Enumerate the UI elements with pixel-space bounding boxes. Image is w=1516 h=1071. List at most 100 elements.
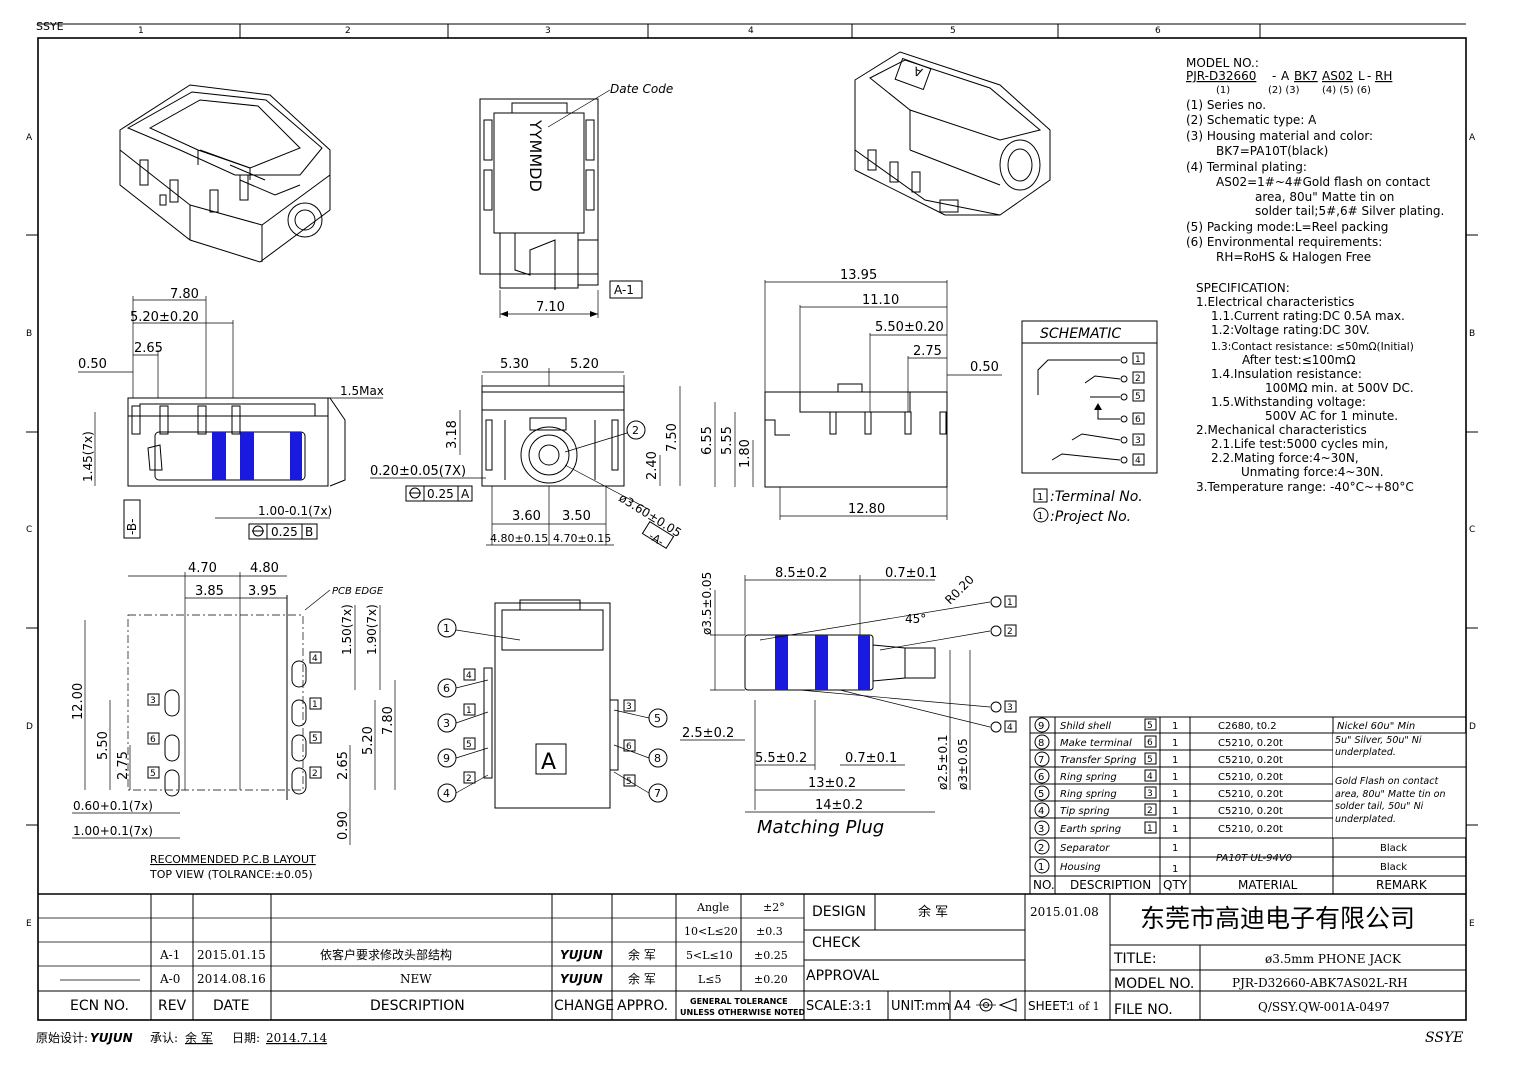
- right-dim-0-50: 0.50: [970, 360, 999, 375]
- model-line-4: BK7=PA10T(black): [1216, 144, 1328, 158]
- side-dim-2-65: 2.65: [134, 341, 163, 356]
- sheet-label: SHEET:: [1028, 999, 1070, 1013]
- schematic-terminal-5: 5: [1135, 392, 1141, 402]
- footer-original-label: 原始设计:: [36, 1031, 88, 1045]
- bom-desc-2: Separator: [1060, 843, 1110, 854]
- front-dim-4-80: 4.80±0.15: [490, 532, 548, 545]
- bom-qty-8: 1: [1172, 738, 1178, 749]
- bom-desc-7: Transfer Spring: [1060, 755, 1136, 766]
- bom-desc-4: Tip spring: [1060, 806, 1110, 817]
- bom-remark-nickel: Nickel 60u" Min: [1337, 721, 1415, 732]
- ecn-change-a0: YUJUN: [560, 972, 603, 986]
- right-dim-1-80: 1.80: [738, 439, 753, 468]
- spec-line-4: 1.3:Contact resistance: ≤50mΩ(Initial): [1211, 341, 1414, 353]
- model-value: PJR-D32660-ABK7AS02L-RH: [1232, 976, 1408, 990]
- bom-header-description: DESCRIPTION: [1070, 878, 1151, 892]
- spec-line-8: 1.5.Withstanding voltage:: [1211, 395, 1366, 409]
- bottom-term-1: 1: [466, 706, 472, 716]
- callout-3: 3: [443, 717, 450, 730]
- bom-material-pa10t: PA10T UL-94V0: [1216, 853, 1292, 864]
- spec-line-10: 2.Mechanical characteristics: [1196, 423, 1367, 437]
- side-dim-1-00: 1.00-0.1(7x): [258, 504, 332, 518]
- tol-note-1: GENERAL TOLERANCE: [690, 997, 788, 1006]
- model-line-8: solder tail;5#,6# Silver plating.: [1255, 204, 1444, 218]
- bom-table: 9 Shild shell 5 1 C2680, t0.2 8 Make ter…: [1029, 716, 1467, 895]
- pcb-dim-5-50: 5.50: [96, 731, 111, 760]
- bom-desc-3: Earth spring: [1060, 824, 1121, 835]
- isometric-view-right: A: [854, 51, 1051, 216]
- bom-qty-9: 1: [1172, 721, 1178, 732]
- schematic-terminal-3: 3: [1135, 436, 1141, 446]
- file-label: FILE NO.: [1114, 1002, 1173, 1018]
- model-part-5: L: [1358, 69, 1365, 83]
- legend-project: :Project No.: [1050, 509, 1131, 525]
- right-dim-5-55: 5.55: [720, 426, 735, 455]
- front-datum-a: -A-: [646, 530, 666, 549]
- side-tol-0-25: 0.25: [271, 525, 298, 539]
- callout-1: 1: [443, 622, 450, 635]
- pcb-dim-4-70: 4.70: [188, 561, 217, 576]
- bom-qty-5: 1: [1172, 789, 1178, 800]
- model-part-1: PJR-D32660: [1186, 69, 1256, 83]
- plug-term-1: 1: [1007, 598, 1013, 608]
- front-dim-dia-3-60: ø3.60±0.05: [616, 491, 683, 540]
- right-dim-11-10: 11.10: [862, 293, 899, 308]
- ecn-appro-a1: 余 军: [628, 947, 656, 962]
- side-dim-7-80: 7.80: [170, 287, 199, 302]
- scale-value: 3:1: [852, 999, 873, 1014]
- side-dim-0-50: 0.50: [78, 357, 107, 372]
- pcb-pad-2: 2: [312, 769, 318, 779]
- ecn-header-appro: APPRO.: [617, 998, 668, 1014]
- pcb-pad-1: 1: [312, 700, 318, 710]
- ecn-header-description: DESCRIPTION: [370, 998, 465, 1014]
- zone-col-4: 4: [748, 26, 754, 36]
- spec-line-9: 500V AC for 1 minute.: [1265, 409, 1398, 423]
- model-dash-2: -: [1367, 69, 1371, 83]
- model-line-9: (5) Packing mode:L=Reel packing: [1186, 220, 1388, 234]
- pcb-pad-6: 6: [150, 735, 156, 745]
- plug-dim-0-7-top: 0.7±0.1: [885, 566, 937, 581]
- bom-qty-7: 1: [1172, 755, 1178, 766]
- schematic-terminal-4: 4: [1135, 456, 1141, 466]
- bom-mat-3: C5210, 0.20t: [1218, 824, 1283, 835]
- bom-desc-1: Housing: [1060, 862, 1101, 873]
- spec-line-7: 100MΩ min. at 500V DC.: [1265, 381, 1414, 395]
- zone-col-6: 6: [1155, 26, 1161, 36]
- plug-caption: Matching Plug: [757, 817, 884, 838]
- schematic-terminal-1: 1: [1135, 355, 1141, 365]
- dim-7-10: 7.10: [536, 300, 565, 315]
- bom-term-7: 5: [1147, 755, 1153, 765]
- zone-col-3: 3: [545, 26, 551, 36]
- paper-size: A4: [954, 999, 971, 1014]
- pcb-dim-3-85: 3.85: [195, 584, 224, 599]
- tol-value-5: ±0.20: [754, 973, 788, 986]
- bom-header-remark: REMARK: [1376, 878, 1428, 892]
- front-tol-datum-a: A: [461, 487, 470, 501]
- title-label: TITLE:: [1113, 951, 1157, 967]
- bom-mat-8: C5210, 0.20t: [1218, 738, 1283, 749]
- file-value: Q/SSY.QW-001A-0497: [1258, 1000, 1390, 1014]
- bom-no-2: 2: [1038, 843, 1044, 854]
- model-index-1: (1): [1216, 85, 1230, 96]
- side-dim-5-20: 5.20±0.20: [130, 310, 199, 325]
- front-view: 5.30 5.20 3.18 7.50 2.40 2 0.20±0.05(7X)…: [370, 357, 684, 550]
- ecn-header-ecn: ECN NO.: [70, 998, 129, 1014]
- plug-dim-13: 13±0.2: [808, 776, 856, 791]
- model-line-6: AS02=1#~4#Gold flash on contact: [1216, 175, 1431, 189]
- bom-no-6: 6: [1038, 772, 1044, 783]
- model-part-6: RH: [1375, 69, 1392, 83]
- bom-term-5: 3: [1147, 789, 1153, 799]
- ecn-rev-a1: A-1: [159, 948, 180, 962]
- front-dim-3-60: 3.60: [512, 509, 541, 524]
- zone-row-c-right: C: [1469, 525, 1475, 535]
- legend-project-num: 1: [1037, 511, 1043, 522]
- pcb-dim-12-00: 12.00: [71, 683, 86, 720]
- bom-no-3: 3: [1038, 824, 1044, 835]
- footer-date-value: 2014.7.14: [266, 1031, 327, 1045]
- front-callout-2: 2: [632, 424, 639, 437]
- tol-value-angle: ±2°: [763, 901, 785, 914]
- ecn-appro-a0: 余 军: [628, 971, 656, 986]
- plug-dim-0-7-bottom: 0.7±0.1: [845, 751, 897, 766]
- pcb-layout-view: 4.70 4.80 3.85 3.95 PCB EDGE 3 6 5 4 1 5…: [71, 561, 396, 881]
- front-dim-3-50: 3.50: [562, 509, 591, 524]
